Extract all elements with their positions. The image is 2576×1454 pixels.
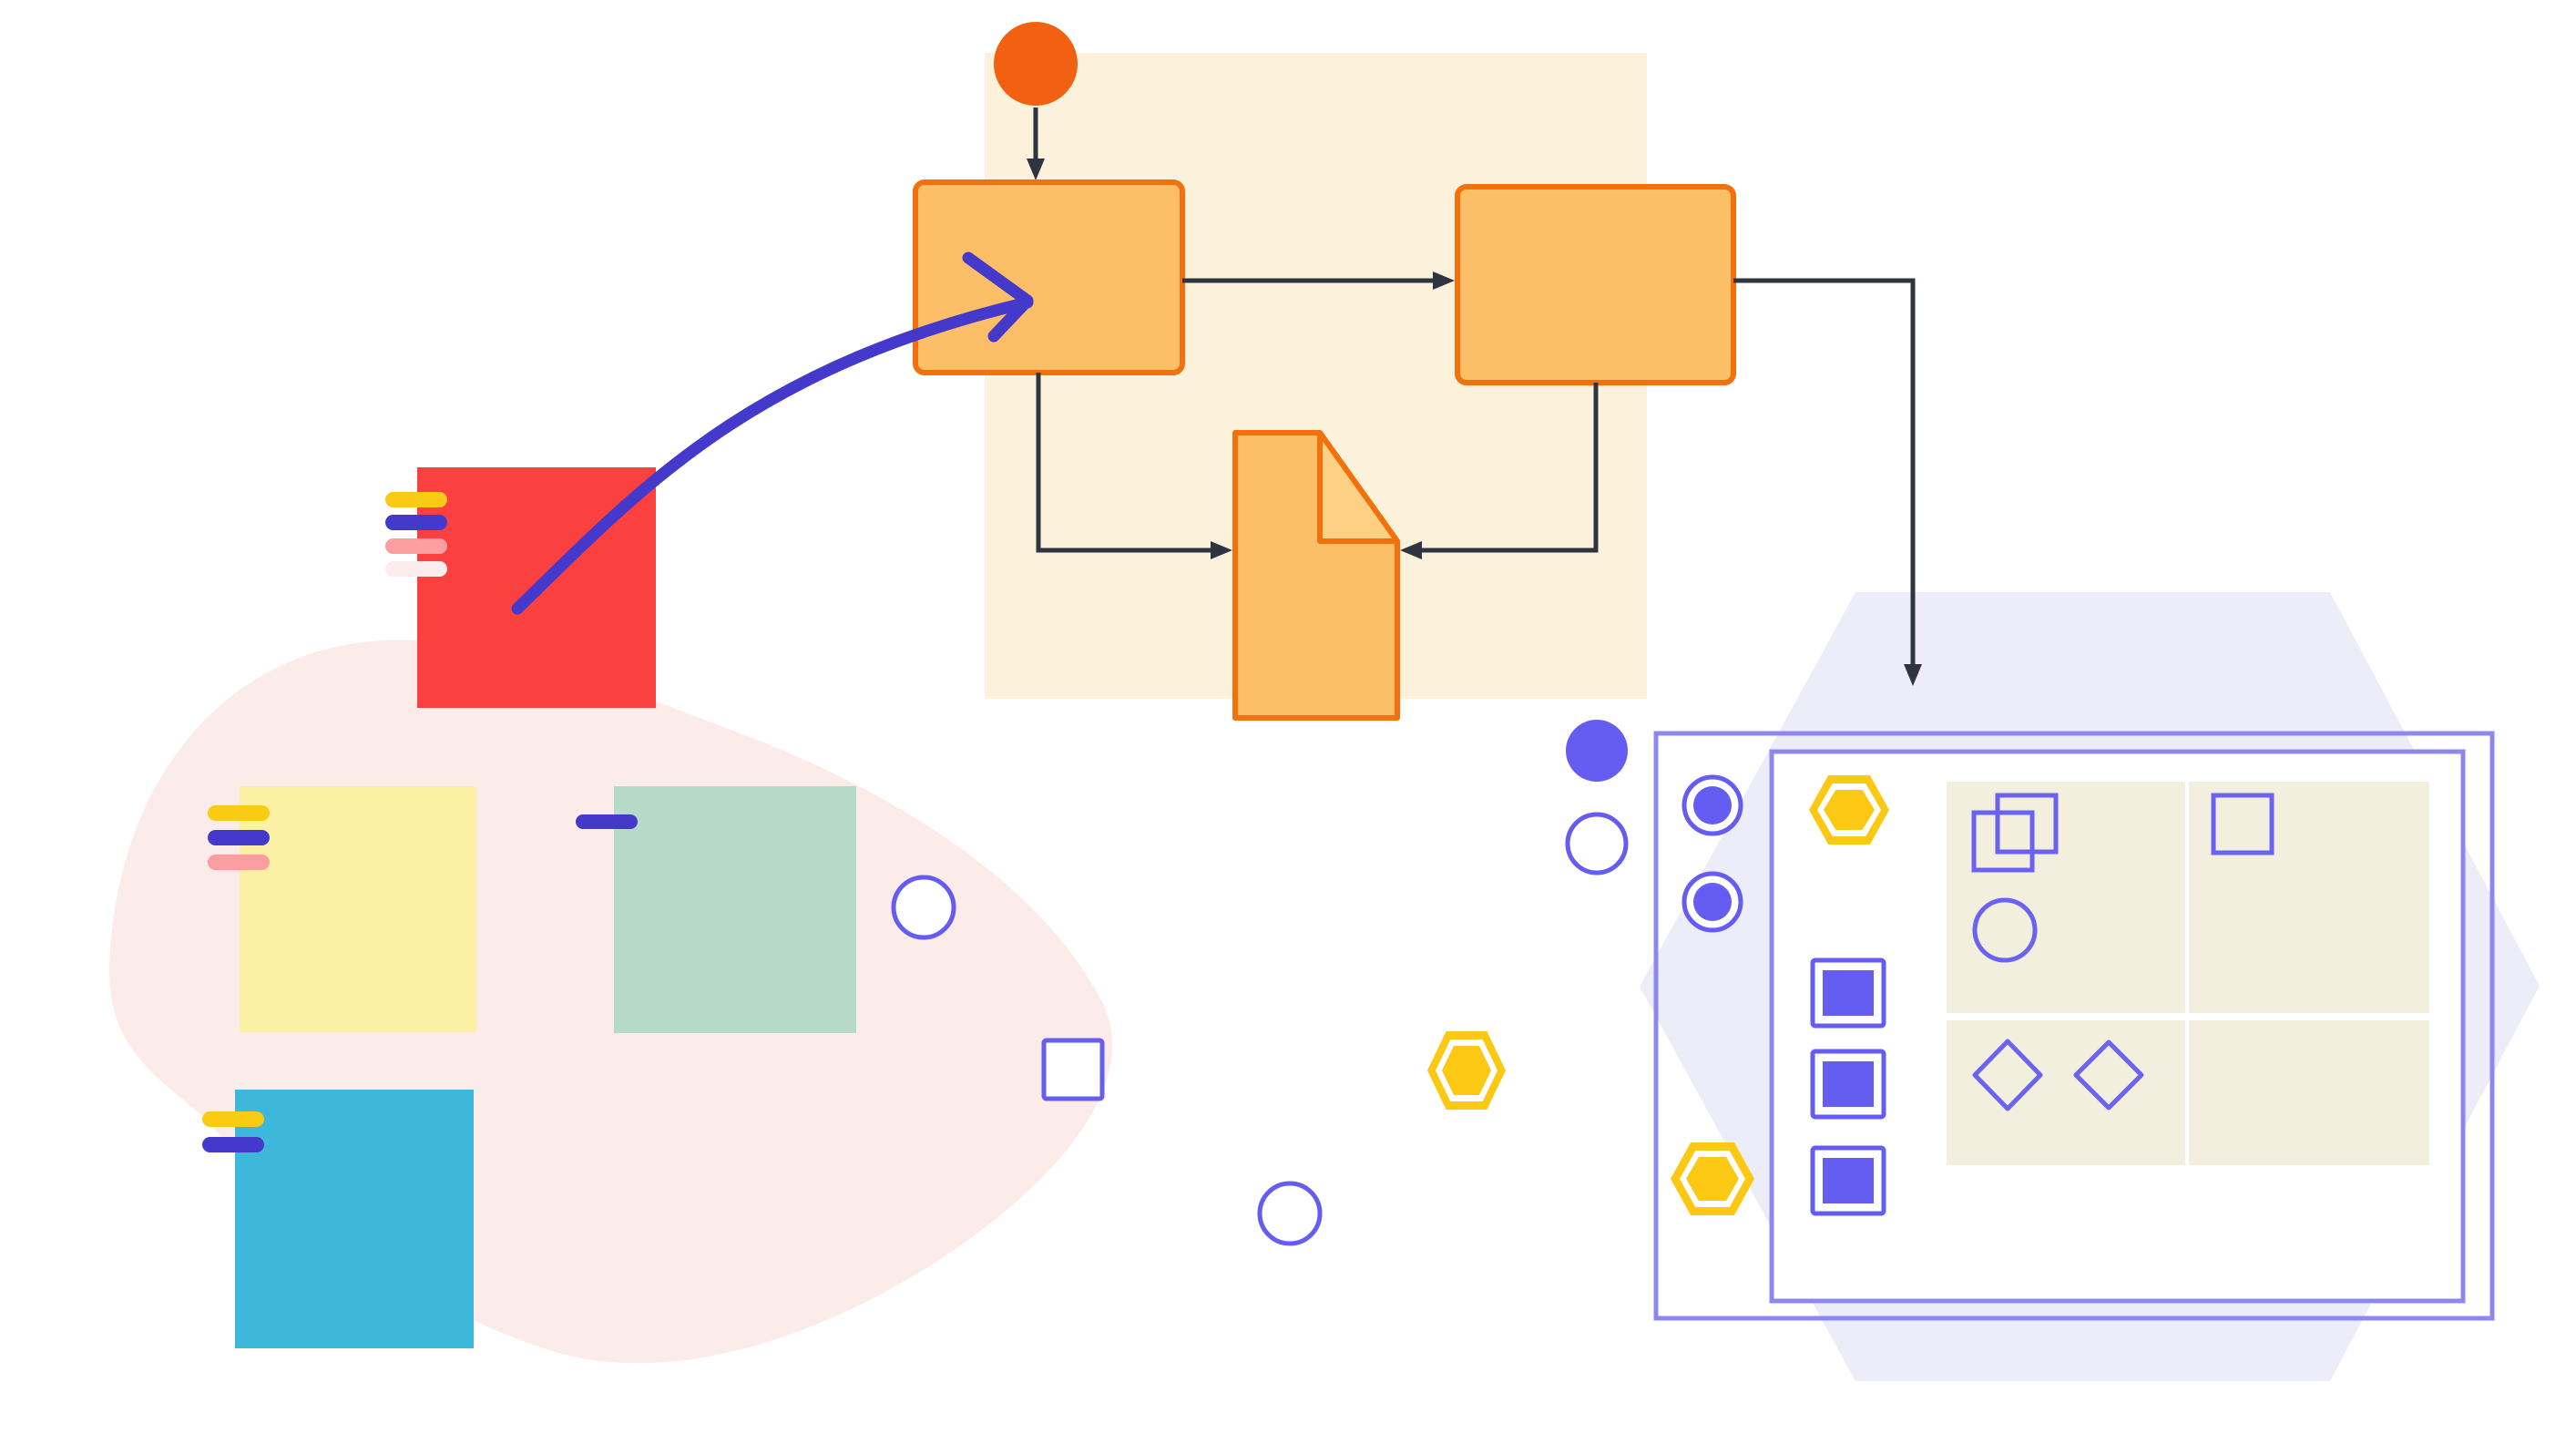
- blue-curved-arrow: [511, 251, 1034, 615]
- circle-outline-icon: [891, 875, 956, 940]
- bullet-dot-icon: [1693, 883, 1732, 921]
- pill-indigo: [385, 515, 447, 530]
- document-fold: [1317, 430, 1400, 544]
- memo-squares: [202, 467, 856, 1348]
- hexagon-badge-core: [1686, 1157, 1739, 1201]
- pill-indigo: [202, 1137, 264, 1152]
- connector-box2-to-panel-head: [1904, 664, 1922, 686]
- bullet-dot-icon: [1693, 786, 1732, 824]
- start-node: [994, 22, 1078, 106]
- connector-box2-to-panel-shaft: [1733, 278, 1916, 664]
- cell-square-outline-front: [1971, 810, 2035, 873]
- pill-yellow: [208, 805, 270, 821]
- grid-cell-bottom-left: [1947, 1020, 2185, 1165]
- pill-indigo: [208, 830, 270, 845]
- pill-blush: [385, 561, 447, 577]
- yellow-square: [240, 786, 476, 1032]
- curved-arrow-head: [962, 251, 1034, 343]
- pill-yellow: [385, 492, 447, 507]
- grid-cell-top-right: [2189, 782, 2429, 1013]
- cell-diamond-outline: [2073, 1039, 2144, 1111]
- connector-box1-to-document-shaft: [1036, 373, 1211, 553]
- cell-circle-outline: [1972, 897, 2038, 963]
- curved-arrow-shaft: [511, 296, 1034, 615]
- connector-box2-to-document-head: [1400, 541, 1422, 559]
- square-outline-icon: [1041, 1038, 1105, 1101]
- circle-outline-icon: [1565, 812, 1629, 875]
- list-square-fill: [1823, 1158, 1874, 1203]
- cyan-square: [235, 1090, 474, 1348]
- pill-indigo: [576, 814, 638, 829]
- flow-box-1: [913, 179, 1185, 375]
- cell-diamond-outline: [1972, 1039, 2043, 1111]
- connector-box2-to-document-shaft: [1422, 383, 1599, 553]
- grid-cell-bottom-right: [2189, 1020, 2429, 1165]
- hexagon-badge-core: [1824, 790, 1875, 830]
- panel-mockup: [1653, 731, 2495, 1321]
- flowchart: [913, 22, 1922, 721]
- list-square-fill: [1823, 1061, 1874, 1107]
- scattered-shapes: [891, 720, 1629, 1246]
- pill-pink: [208, 855, 270, 870]
- green-square: [614, 786, 856, 1033]
- circle-outline-icon: [1257, 1181, 1323, 1246]
- list-square-fill: [1823, 970, 1874, 1016]
- grid-cell-top-left: [1947, 782, 2185, 1013]
- hexagon-icon-core: [1442, 1046, 1491, 1095]
- flow-box-2: [1455, 184, 1736, 385]
- connector-box1-to-document-head: [1211, 541, 1232, 559]
- connector-start-to-box1-head: [1027, 159, 1045, 180]
- connector-box1-to-box2-head: [1433, 271, 1455, 290]
- pill-pink: [385, 538, 447, 554]
- pill-yellow: [202, 1111, 264, 1127]
- panel-outer-frame: [1653, 731, 2495, 1321]
- cell-square-outline: [2211, 793, 2274, 855]
- cell-square-outline-back: [1995, 793, 2059, 855]
- circle-filled-icon: [1566, 720, 1628, 782]
